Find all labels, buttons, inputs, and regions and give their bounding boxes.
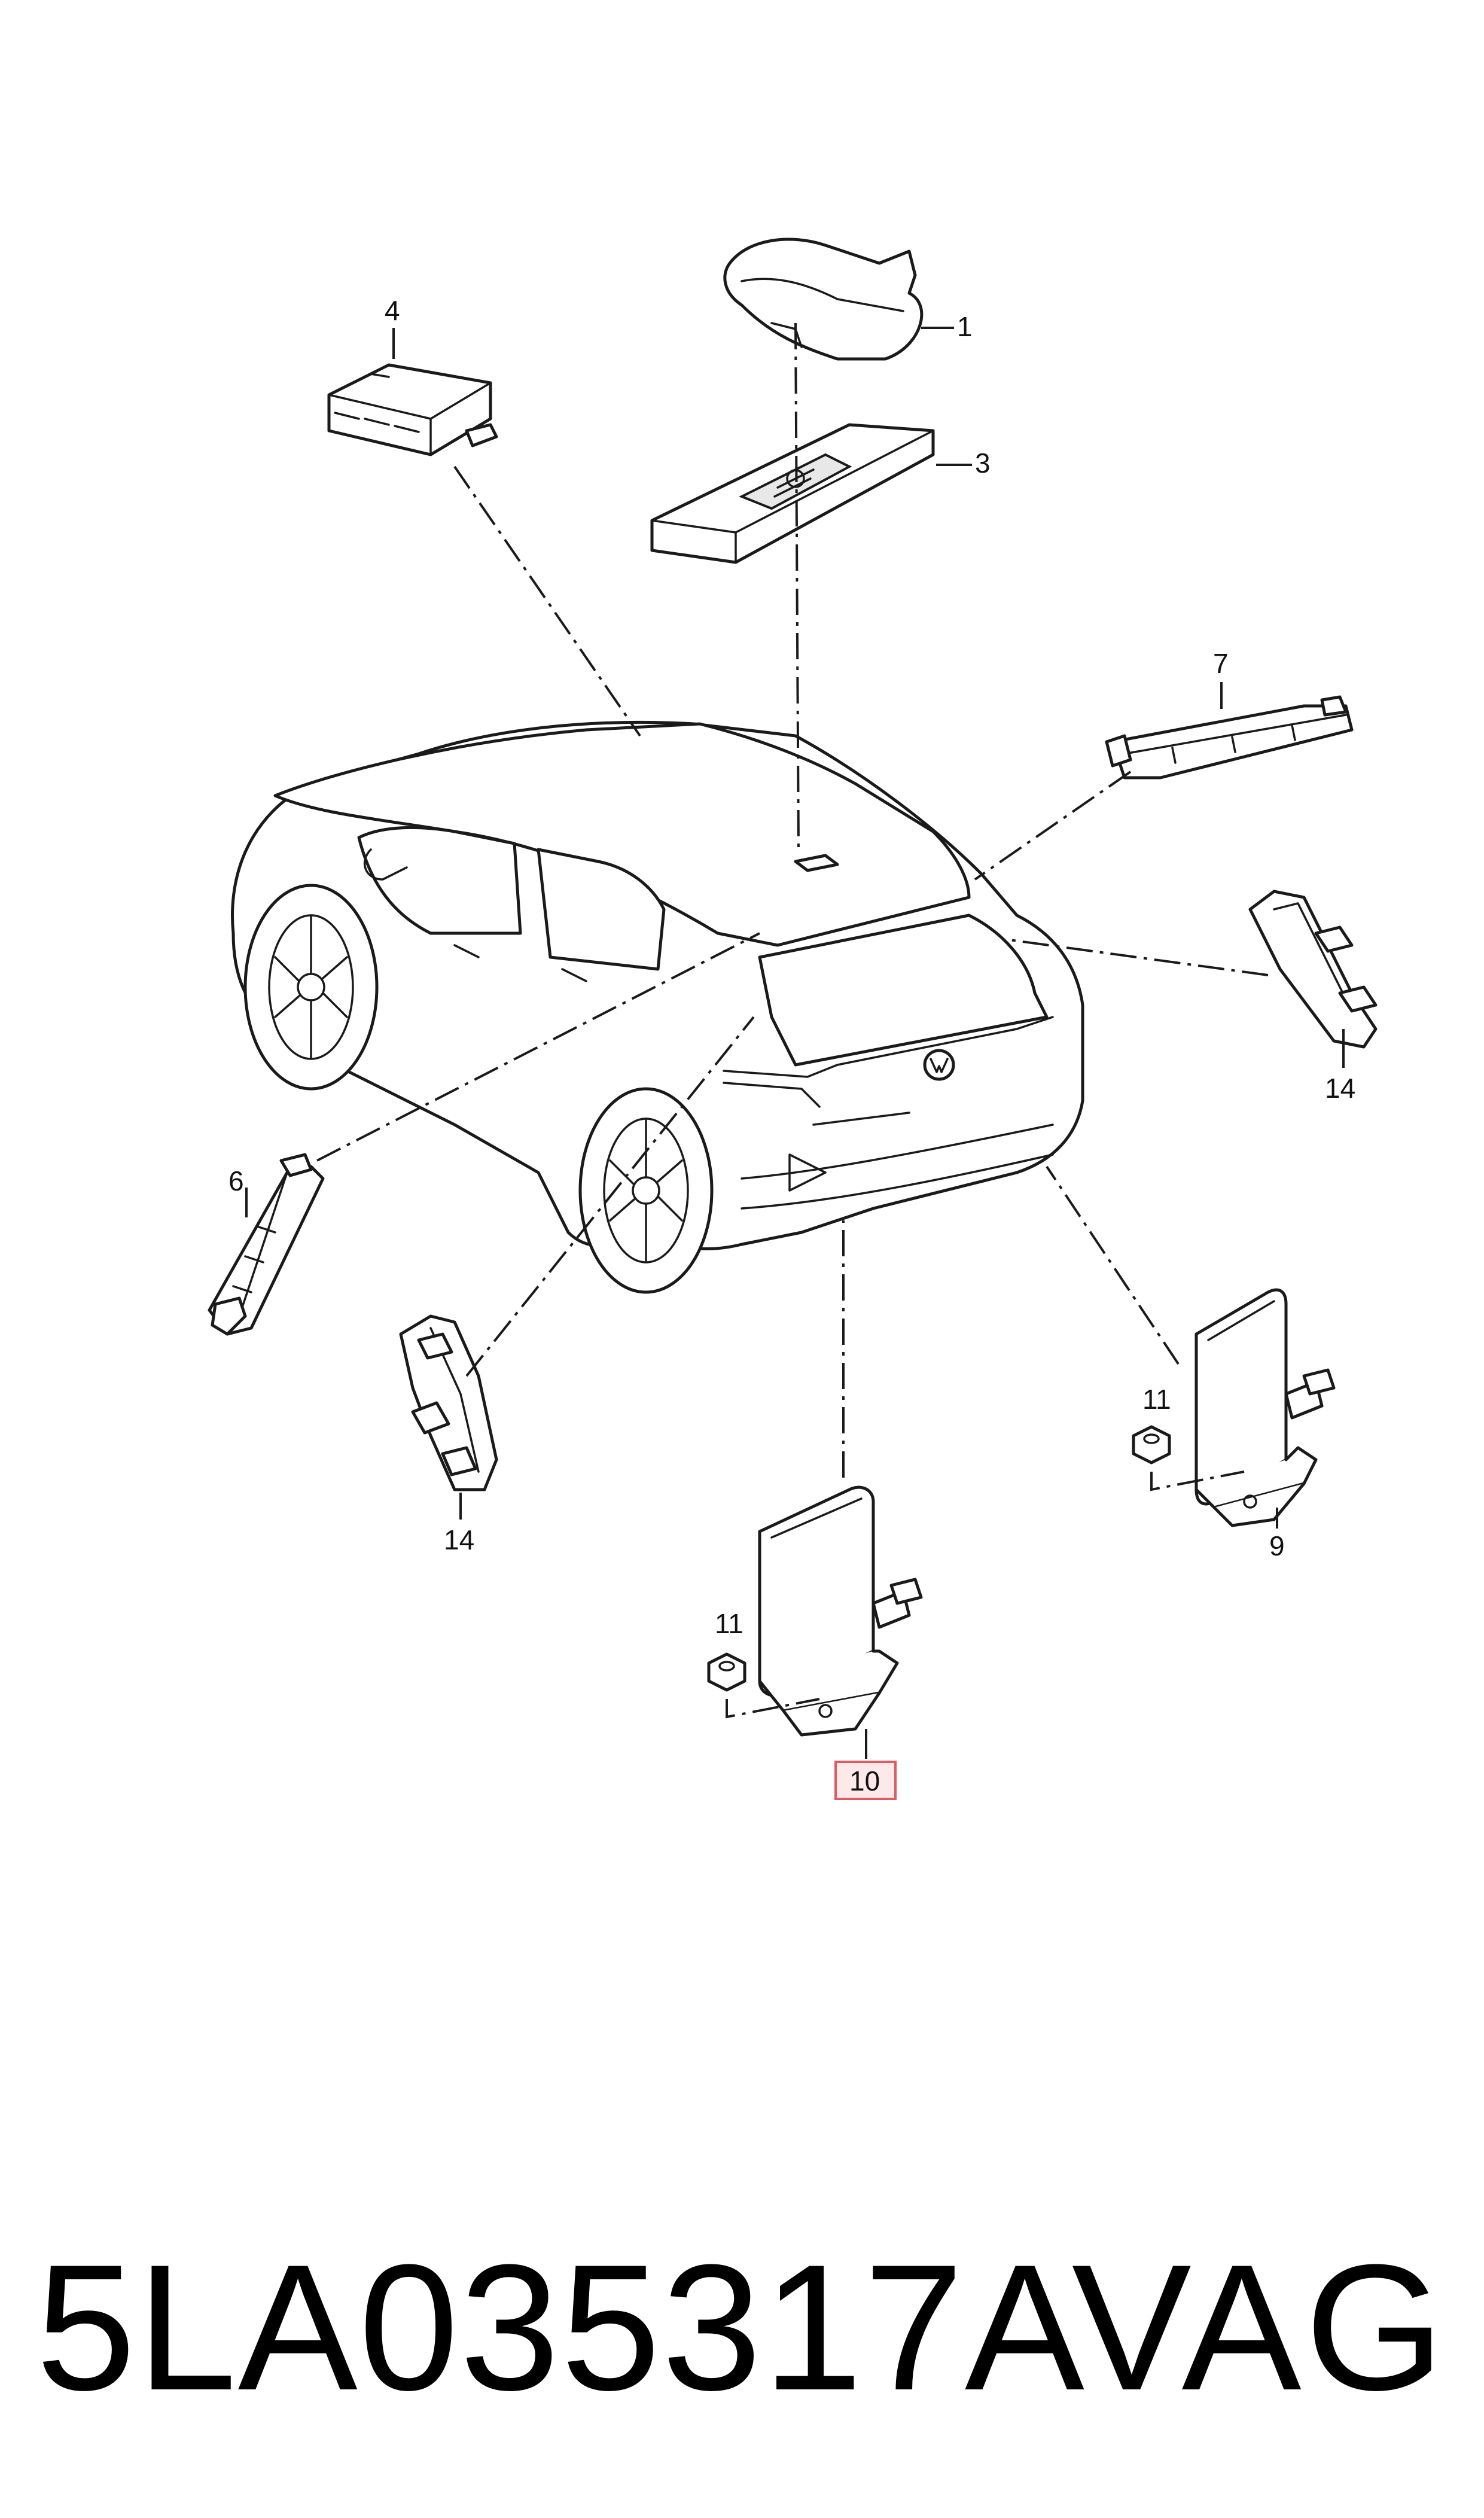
part-14-left-sensor <box>399 1314 498 1491</box>
part-1-roof-antenna <box>723 238 924 361</box>
callout-10-highlight <box>834 1761 897 1800</box>
callout-6: 6 <box>228 1165 244 1196</box>
callout-10: 10 <box>849 1765 880 1797</box>
part-number-label: 5LA035317A <box>36 2227 1086 2428</box>
callout-11-left: 11 <box>715 1608 743 1639</box>
callout-labels: 1 3 4 6 7 14 14 11 9 11 10 <box>228 295 1355 1800</box>
callout-7: 7 <box>1213 648 1229 679</box>
leader-lines <box>316 322 1269 1719</box>
part-7-bar-antenna <box>1105 695 1354 780</box>
callout-11-right: 11 <box>1142 1384 1171 1415</box>
exploded-parts-diagram: 1 3 4 6 7 14 14 11 9 11 10 <box>208 238 1378 1800</box>
part-4-control-unit <box>327 363 498 456</box>
brand-label: VAG <box>1071 2227 1448 2428</box>
part-14-right-sensor <box>1248 890 1378 1049</box>
callout-3: 3 <box>975 447 991 479</box>
callout-ticks <box>245 327 1345 1759</box>
part-9-bracket-sensor <box>1194 1288 1336 1527</box>
part-10-bracket-sensor <box>758 1485 923 1737</box>
part-6-antenna-strip <box>208 1153 325 1336</box>
callout-1: 1 <box>957 311 973 342</box>
callout-14-left: 14 <box>444 1524 474 1555</box>
part-3-antenna-module <box>650 423 935 564</box>
part-11-nut-left <box>707 1652 746 1692</box>
callout-14-right: 14 <box>1325 1073 1355 1104</box>
callout-4: 4 <box>385 295 400 326</box>
part-11-nut-right <box>1132 1425 1171 1464</box>
vehicle-illustration <box>231 720 1084 1294</box>
callout-9: 9 <box>1269 1530 1285 1561</box>
